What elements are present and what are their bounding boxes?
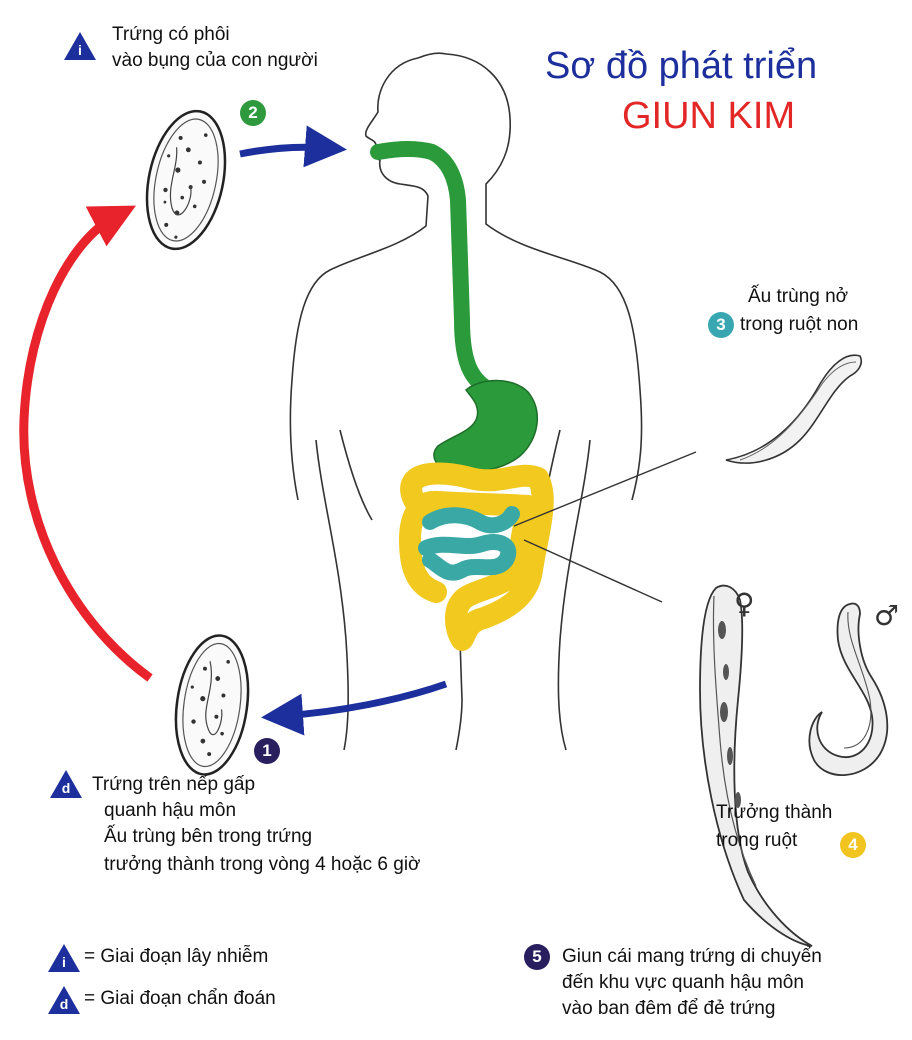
diagram-subtitle: GIUN KIM [622,94,795,138]
stage-2-badge: 2 [240,100,266,126]
female-adult-worm [700,586,812,946]
arrow-egg-to-mouth [240,147,326,154]
stage-d-label-line1: Trứng trên nếp gấp [92,772,255,798]
stage-4-label-line1: Trưởng thành [716,800,832,826]
stage-3-label-line2: trong ruột non [740,312,858,338]
stage-d-label-line2: quanh hậu môn [104,798,236,824]
stage-4-label-line2: trong ruột [716,828,797,854]
digestive-tract-upper [378,149,537,472]
legend-diagnostic-text: = Giai đoạn chẩn đoán [84,986,276,1012]
egg-top [135,104,236,256]
stage-4-badge: 4 [840,832,866,858]
infective-stage-marker-icon: i [64,32,96,60]
male-symbol: ♂ [874,602,899,630]
stage-d-label-line3: Ấu trùng bên trong trứng [104,824,312,850]
stage-5-label-line3: vào ban đêm để đẻ trứng [562,996,775,1022]
arrow-cycle-return [24,216,150,678]
diagnostic-stage-marker-icon: d [50,770,82,798]
small-intestine [426,514,512,573]
arrow-body-to-egg [282,684,446,716]
stage-3-label-line1: Ấu trùng nở [748,284,848,310]
egg-bottom [168,631,257,779]
stage-5-label-line1: Giun cái mang trứng di chuyển [562,944,822,970]
female-symbol: ♀ [734,590,755,618]
legend-diagnostic-marker-icon: d [48,986,80,1014]
stage-i-label-line2: vào bụng của con người [112,48,318,74]
larva-worm [726,355,861,463]
stage-d-label-line4: trưởng thành trong vòng 4 hoặc 6 giờ [104,852,421,878]
stage-3-badge: 3 [708,312,734,338]
stage-5-badge: 5 [524,944,550,970]
diagram-title: Sơ đồ phát triển [545,44,817,88]
stage-i-label-line1: Trứng có phôi [112,22,230,48]
legend-infective-text: = Giai đoạn lây nhiễm [84,944,268,970]
legend-infective-marker-icon: i [48,944,80,972]
stage-1-badge: 1 [254,738,280,764]
stage-5-label-line2: đến khu vực quanh hậu môn [562,970,804,996]
